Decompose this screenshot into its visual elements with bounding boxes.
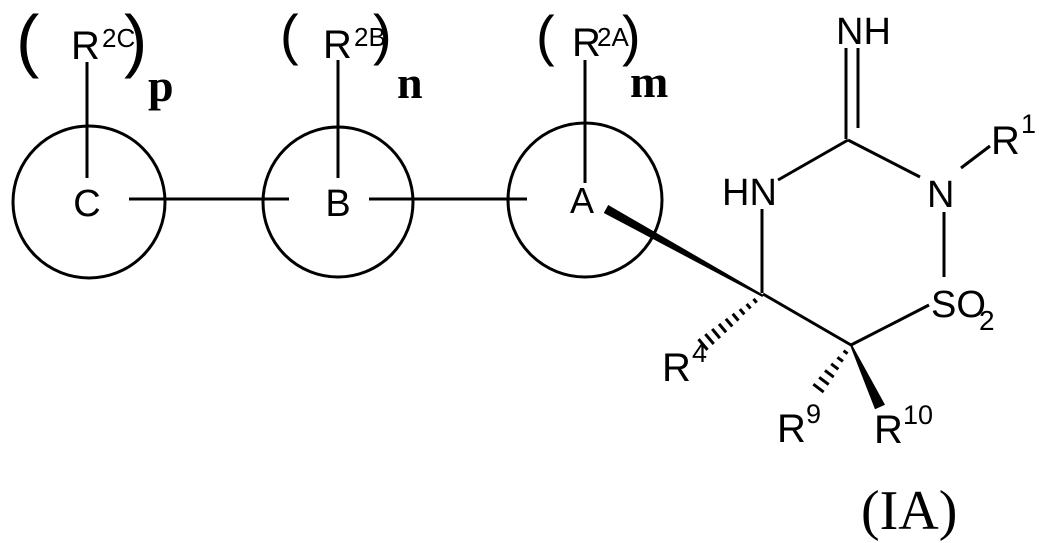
- count-subscript-n: n: [397, 57, 423, 108]
- ring-c-letter: C: [73, 183, 100, 225]
- ring-a-group: ( R 2A ) m A: [506, 4, 668, 279]
- bond-s-c5: [850, 303, 930, 347]
- r1-label: R: [991, 119, 1020, 163]
- bond-c2-hn: [777, 138, 849, 182]
- paren-close-c: ): [124, 1, 147, 79]
- ring-b-letter: B: [325, 183, 350, 225]
- r2a-label: R: [572, 21, 601, 65]
- r4-superscript: 4: [692, 338, 707, 368]
- hash-bond-c5-r9: [812, 349, 849, 394]
- r2b-superscript: 2B: [354, 22, 386, 52]
- r10-label: R: [874, 408, 903, 452]
- wedge-bond-a-c6: [603, 205, 764, 297]
- core-ring: NH HN N R 1 SO 2: [722, 11, 1036, 347]
- ring-b-group: ( R 2B ) n B: [261, 3, 423, 279]
- count-subscript-m: m: [630, 56, 668, 107]
- r2c-superscript: 2C: [102, 23, 135, 53]
- r9-label: R: [777, 407, 806, 451]
- bond-c2-n: [847, 138, 921, 179]
- ring-c-circle: [11, 124, 167, 280]
- ring-a-letter: A: [570, 180, 594, 221]
- r9-superscript: 9: [806, 399, 821, 429]
- paren-close-a: ): [622, 4, 641, 67]
- count-subscript-p: p: [148, 60, 174, 111]
- paren-open-c: (: [16, 1, 39, 79]
- ring-c-group: ( R 2C ) p C: [11, 1, 174, 280]
- r2a-superscript: 2A: [597, 22, 629, 52]
- r2c-label: R: [71, 24, 100, 68]
- so2-label: SO: [931, 284, 986, 326]
- r4-label: R: [662, 346, 691, 390]
- r2b-label: R: [323, 23, 352, 67]
- imine-nh-label: NH: [836, 11, 891, 53]
- wedge-bond-c5-r10: [850, 344, 885, 410]
- formula-identifier: (IA): [861, 480, 957, 542]
- bond-c5-c6: [762, 292, 852, 347]
- hash-bond-c6-r4: [697, 297, 758, 351]
- paren-open-a: (: [536, 4, 555, 67]
- paren-close-b: ): [373, 3, 392, 66]
- r10-superscript: 10: [903, 400, 933, 430]
- ring-hn-label: HN: [722, 172, 777, 214]
- ring-b-circle: [261, 125, 415, 279]
- so2-subscript: 2: [979, 305, 995, 336]
- ring-n-label: N: [927, 174, 954, 216]
- r1-superscript: 1: [1021, 109, 1036, 139]
- paren-open-b: (: [280, 3, 299, 66]
- bond-n-r1: [960, 144, 991, 170]
